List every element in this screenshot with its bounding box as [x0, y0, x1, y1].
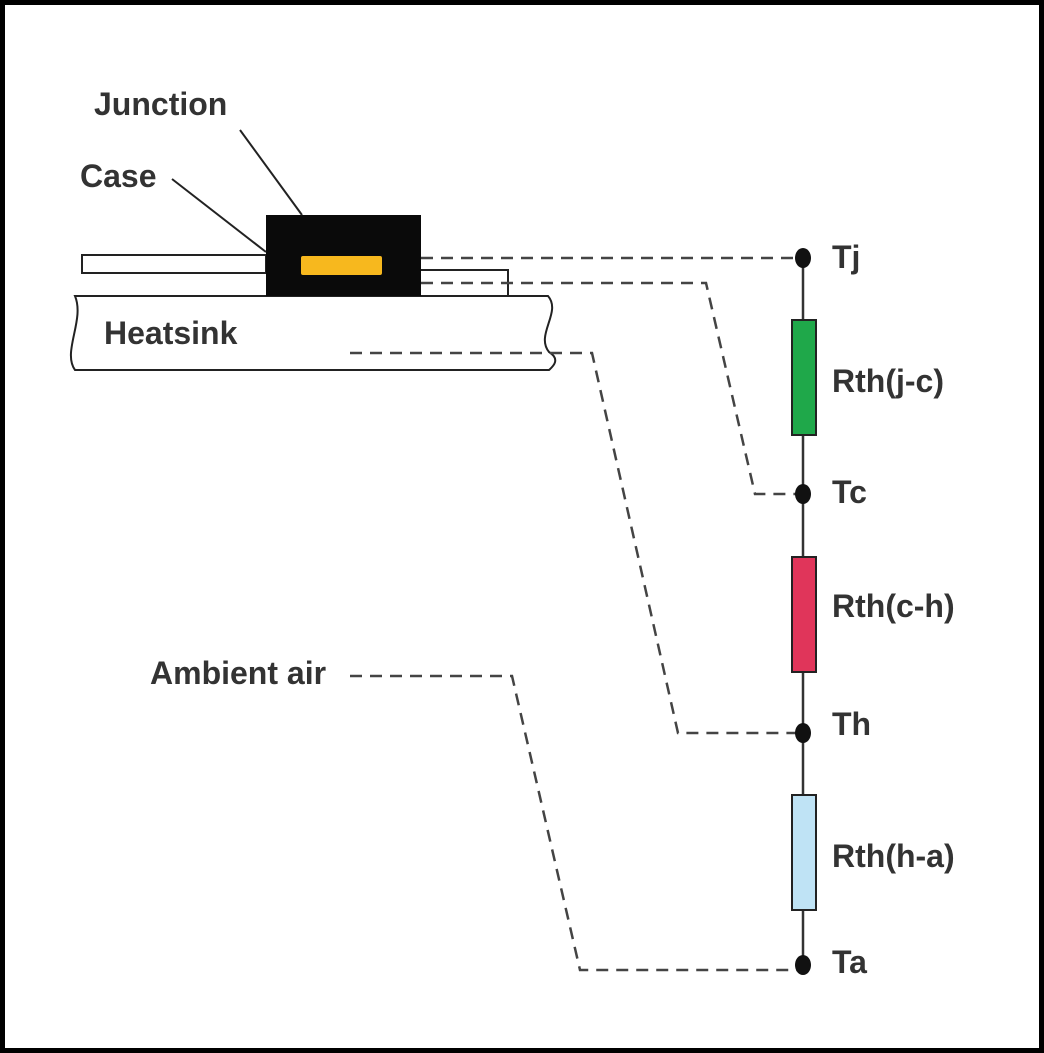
- resistor-rth-ch: [791, 556, 817, 673]
- ambient-air-label: Ambient air: [150, 655, 326, 691]
- heatsink-label: Heatsink: [104, 315, 238, 351]
- rth-ha-label: Rth(h-a): [832, 838, 955, 874]
- resistor-rth-ha: [791, 794, 817, 911]
- junction-leader-line: [239, 129, 303, 216]
- tc-label: Tc: [832, 474, 867, 510]
- node-tc: [795, 484, 811, 504]
- rth-ch-label: Rth(c-h): [832, 588, 955, 624]
- rth-jc-label: Rth(j-c): [832, 363, 944, 399]
- junction-die: [301, 256, 382, 275]
- th-label: Th: [832, 706, 871, 742]
- junction-label: Junction: [94, 86, 227, 122]
- resistor-rth-jc: [791, 319, 817, 436]
- ta-label: Ta: [832, 944, 867, 980]
- node-tj: [795, 248, 811, 268]
- ta-connector: [350, 674, 802, 972]
- th-connector: [350, 351, 802, 735]
- tc-connector: [421, 281, 802, 496]
- package-case: [266, 215, 421, 296]
- heatsink-body: [69, 295, 557, 371]
- node-th: [795, 723, 811, 743]
- case-leader-line: [171, 178, 267, 253]
- case-label: Case: [80, 158, 157, 194]
- tj-label: Tj: [832, 239, 860, 275]
- lead-frame-left: [81, 254, 267, 274]
- node-ta: [795, 955, 811, 975]
- lead-frame-right: [420, 269, 509, 296]
